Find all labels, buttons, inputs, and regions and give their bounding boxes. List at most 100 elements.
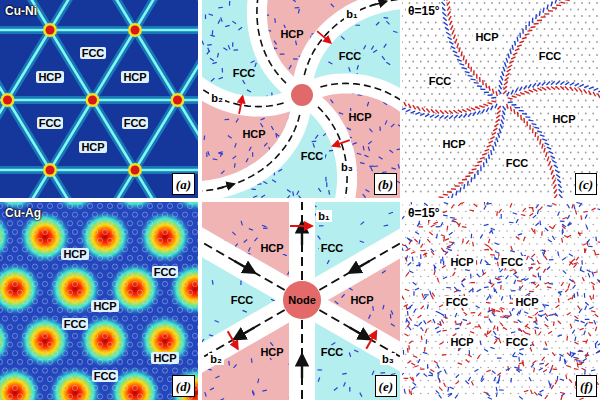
atom-ring xyxy=(192,264,197,269)
displacement-tick xyxy=(560,86,564,89)
atom-ring xyxy=(137,342,142,347)
atom-dot xyxy=(555,152,557,154)
atom-ring xyxy=(17,394,22,399)
displacement-tick xyxy=(443,17,447,20)
orientation-tick xyxy=(233,156,237,159)
atom-ring xyxy=(192,333,197,338)
atom-ring xyxy=(37,238,42,243)
atom-dot xyxy=(592,165,594,167)
orientation-tick xyxy=(398,164,399,168)
orientation-tick xyxy=(222,68,223,73)
atom-dot xyxy=(570,48,572,50)
displacement-tick xyxy=(463,114,466,118)
orientation-tick xyxy=(274,41,277,45)
stacking-fault-line xyxy=(50,170,93,198)
atom-dot xyxy=(566,28,568,30)
atom-dot xyxy=(405,191,407,193)
atom-dot xyxy=(596,41,598,43)
displacement-tick xyxy=(520,115,522,120)
atom-dot xyxy=(532,74,534,76)
atom-dot xyxy=(506,67,508,69)
displacement-tick xyxy=(546,82,550,85)
displacement-tick xyxy=(454,115,458,118)
atom-dot xyxy=(517,9,519,11)
atom-ring xyxy=(52,212,57,217)
atom-ring xyxy=(112,212,117,217)
node-blob xyxy=(108,202,162,212)
orientation-tick xyxy=(205,14,206,19)
orientation-tick xyxy=(372,306,374,311)
atom-ring xyxy=(0,203,3,208)
displacement-tick xyxy=(413,105,416,109)
atom-ring xyxy=(117,273,122,278)
atom-dot xyxy=(562,74,564,76)
atom-dot xyxy=(402,158,403,160)
atom-dot xyxy=(480,22,482,24)
displacement-tick xyxy=(471,108,475,110)
atom-dot xyxy=(555,35,557,37)
atom-dot xyxy=(502,22,504,24)
atom-dot xyxy=(461,132,463,134)
atom-dot xyxy=(491,132,493,134)
atom-dot xyxy=(525,100,527,102)
stacking-fault-line xyxy=(0,30,8,100)
atom-ring xyxy=(7,255,12,260)
atom-dot xyxy=(461,93,463,95)
displacement-tick xyxy=(559,194,562,198)
atom-dot xyxy=(559,93,561,95)
orientation-tick xyxy=(252,391,254,395)
displacement-tick xyxy=(467,109,471,111)
atom-ring xyxy=(127,342,132,347)
stacking-fault-line xyxy=(8,30,51,100)
node-blob xyxy=(168,366,198,400)
stacking-fault-line xyxy=(135,29,198,32)
atom-dot xyxy=(412,35,414,37)
atom-dot xyxy=(521,184,523,186)
orientation-tick xyxy=(391,124,394,127)
displacement-tick xyxy=(533,89,537,91)
atom-ring xyxy=(187,255,192,260)
atom-dot xyxy=(435,35,437,37)
atom-dot xyxy=(409,80,411,82)
atom-dot xyxy=(416,80,418,82)
atom-dot xyxy=(521,2,523,4)
atom-dot xyxy=(596,158,598,160)
atom-dot xyxy=(402,184,403,186)
displacement-tick xyxy=(598,90,600,92)
atom-ring xyxy=(47,238,52,243)
stacking-fault-line xyxy=(0,170,8,198)
orientation-tick xyxy=(369,129,372,132)
atom-dot xyxy=(525,74,527,76)
displacement-tick xyxy=(431,109,434,113)
atom-ring xyxy=(7,394,12,399)
atom-ring xyxy=(137,359,142,364)
atom-ring xyxy=(57,238,62,243)
atom-dot xyxy=(551,93,553,95)
atom-dot xyxy=(566,145,568,147)
displacement-tick xyxy=(547,147,552,149)
atom-ring xyxy=(107,255,112,260)
displacement-tick xyxy=(589,87,594,89)
atom-ring xyxy=(52,316,57,321)
atom-dot xyxy=(540,87,542,89)
orientation-tick xyxy=(207,44,212,46)
atom-dot xyxy=(581,119,583,121)
stacking-fault-line xyxy=(93,100,136,170)
displacement-tick xyxy=(458,182,463,184)
atom-dot xyxy=(416,132,418,134)
atom-dot xyxy=(585,152,587,154)
atom-dot xyxy=(416,41,418,43)
atom-ring xyxy=(42,212,47,217)
atom-ring xyxy=(177,255,182,260)
displacement-tick xyxy=(449,42,453,44)
orientation-tick xyxy=(383,305,384,309)
atom-dot xyxy=(472,22,474,24)
displacement-tick xyxy=(530,26,535,28)
atom-dot xyxy=(405,178,407,180)
atom-dot xyxy=(547,126,549,128)
displacement-tick xyxy=(551,81,555,84)
orientation-tick xyxy=(299,196,302,198)
atom-ring xyxy=(132,385,137,390)
atom-dot xyxy=(574,132,576,134)
atom-dot xyxy=(465,22,467,24)
